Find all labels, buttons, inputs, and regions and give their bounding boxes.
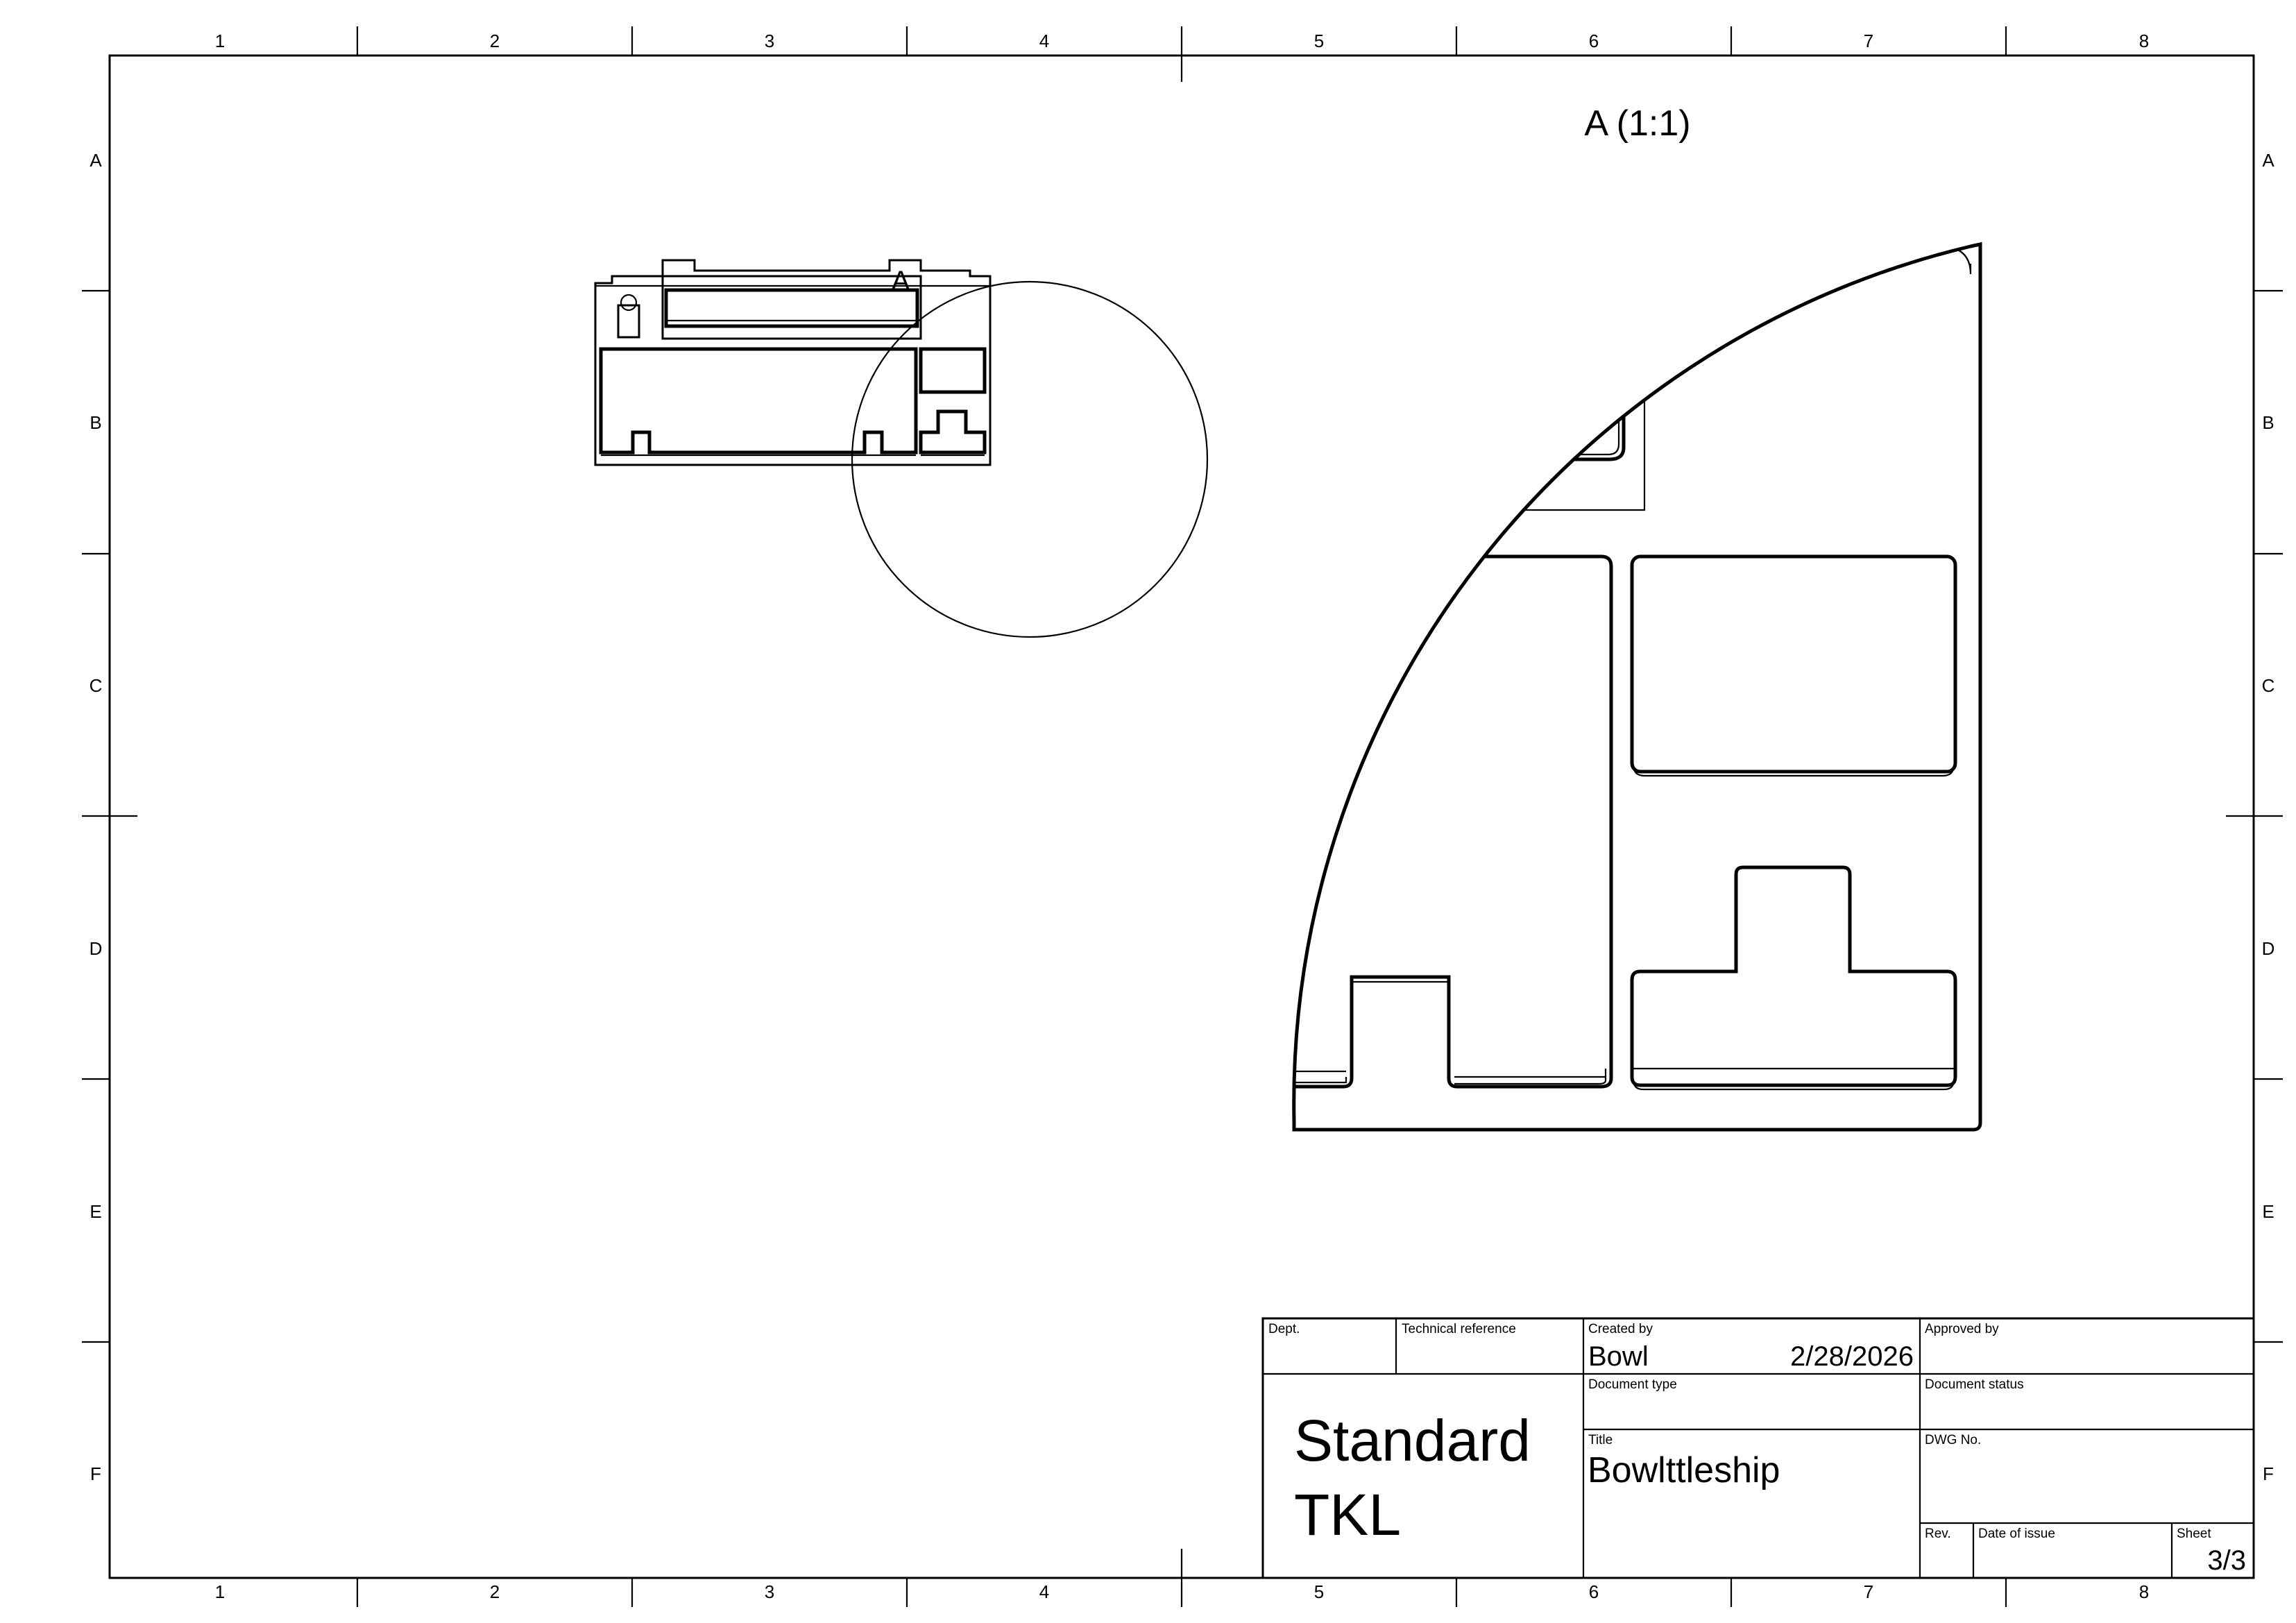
- zone-row-label: C: [90, 675, 103, 696]
- main-view[interactable]: [594, 259, 992, 466]
- zone-column-labels-top: 1 2 3 4 5 6 7 8: [215, 31, 2149, 51]
- rev-label: Rev.: [1925, 1527, 1951, 1541]
- zone-row-label: E: [90, 1201, 101, 1222]
- zone-row-labels-left: A B C D E F: [90, 150, 103, 1484]
- drawing-frame: [108, 54, 2255, 1579]
- zone-row-labels-right: A B C D E F: [2262, 150, 2275, 1484]
- company-name-line-1: Standard: [1294, 1408, 1531, 1473]
- zone-col-label: 8: [2139, 31, 2149, 51]
- zone-row-label: A: [90, 150, 102, 171]
- company-name-line-2: TKL: [1294, 1482, 1401, 1547]
- zone-col-label: 3: [765, 1581, 774, 1602]
- zone-ticks: [82, 26, 2283, 1607]
- zone-col-label: 1: [215, 1581, 225, 1602]
- zone-row-label: A: [2262, 150, 2274, 171]
- zone-col-label: 7: [1864, 1581, 1873, 1602]
- zone-col-label: 2: [490, 31, 500, 51]
- zone-col-label: 1: [215, 31, 225, 51]
- zone-row-label: F: [90, 1463, 101, 1484]
- zone-col-label: 4: [1039, 31, 1049, 51]
- drawing-title: Bowlttleship: [1588, 1450, 1780, 1490]
- title-block: [1261, 1317, 2255, 1579]
- zone-col-label: 6: [1589, 1581, 1599, 1602]
- zone-row-label: C: [2262, 675, 2275, 696]
- document-type-label: Document type: [1588, 1377, 1677, 1392]
- zone-col-label: 7: [1864, 31, 1873, 51]
- zone-row-label: B: [90, 412, 101, 433]
- title-label: Title: [1588, 1433, 1613, 1447]
- approved-by-label: Approved by: [1925, 1322, 1999, 1336]
- zone-row-label: E: [2262, 1201, 2274, 1222]
- dept-label: Dept.: [1268, 1322, 1300, 1336]
- sheet-label: Sheet: [2177, 1527, 2211, 1541]
- document-status-label: Document status: [1925, 1377, 2024, 1392]
- zone-col-label: 5: [1314, 1581, 1324, 1602]
- created-by-value: Bowl: [1588, 1341, 1649, 1372]
- zone-row-label: B: [2262, 412, 2274, 433]
- zone-row-label: D: [90, 938, 103, 959]
- zone-col-label: 2: [490, 1581, 500, 1602]
- zone-col-label: 6: [1589, 31, 1599, 51]
- sheet-number: 3/3: [2207, 1545, 2246, 1576]
- detail-circle[interactable]: [851, 280, 1209, 638]
- zone-col-label: 4: [1039, 1581, 1049, 1602]
- created-date: 2/28/2026: [1790, 1341, 1914, 1372]
- detail-marker-label: A: [892, 266, 910, 296]
- detail-view[interactable]: [1284, 241, 1982, 1132]
- zone-col-label: 3: [765, 31, 774, 51]
- technical-reference-label: Technical reference: [1402, 1322, 1516, 1336]
- zone-col-label: 5: [1314, 31, 1324, 51]
- detail-view-title: A (1:1): [1584, 103, 1690, 144]
- zone-row-label: D: [2262, 938, 2275, 959]
- dwg-no-label: DWG No.: [1925, 1433, 1981, 1447]
- date-of-issue-label: Date of issue: [1978, 1527, 2055, 1541]
- zone-column-labels-bottom: 1 2 3 4 5 6 7 8: [215, 1581, 2149, 1602]
- zone-col-label: 8: [2139, 1581, 2149, 1602]
- zone-row-label: F: [2263, 1463, 2274, 1484]
- created-by-label: Created by: [1588, 1322, 1653, 1336]
